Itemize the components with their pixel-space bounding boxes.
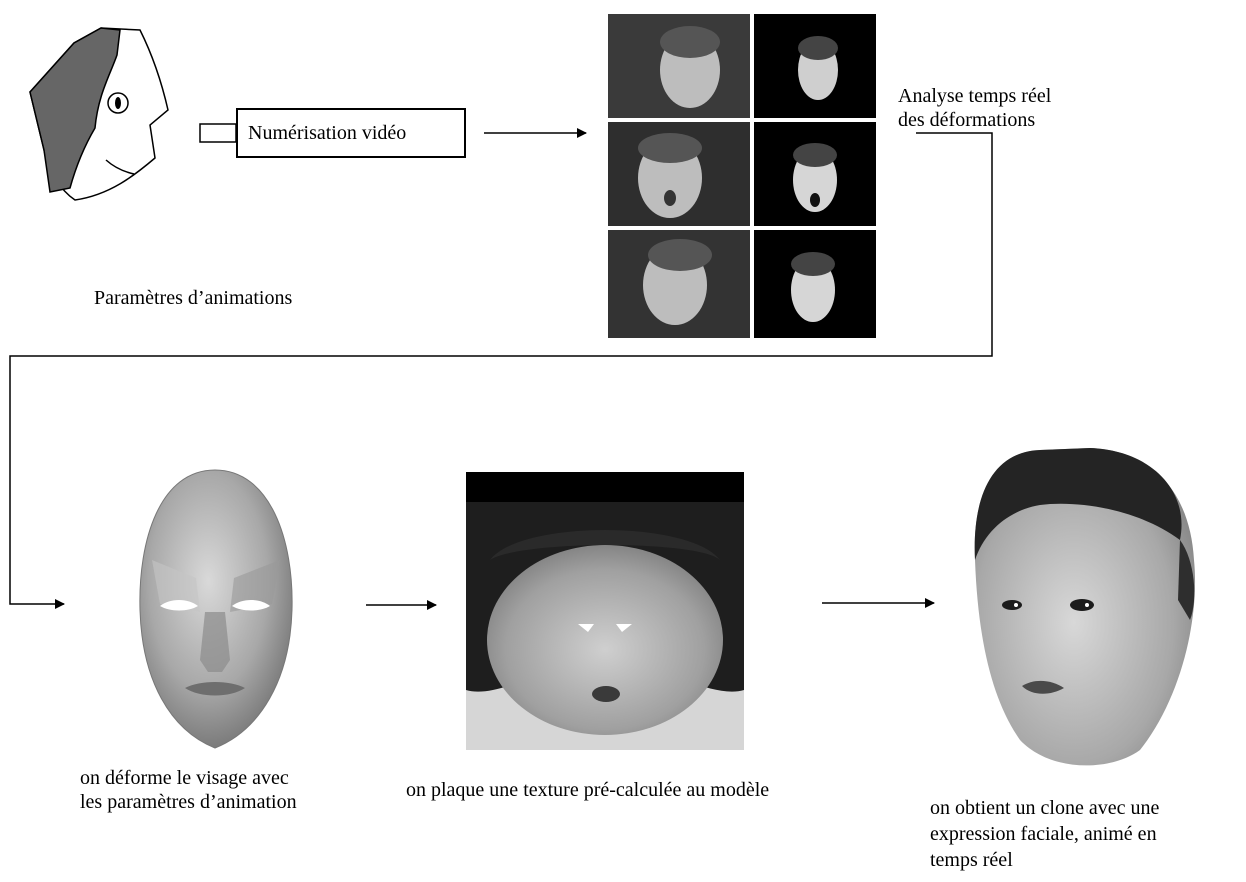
analysis-label-2: des déformations: [898, 109, 1036, 131]
animation-params-label: Paramètres d’animations: [94, 287, 293, 309]
deform-label-2: les paramètres d’animation: [80, 791, 297, 813]
clone-head: [974, 448, 1196, 766]
texture-map: [466, 472, 744, 750]
clone-label-2: expression faciale, animé en: [930, 823, 1157, 845]
digitization-label: Numérisation vidéo: [248, 121, 407, 144]
texture-label: on plaque une texture pré-calculée au mo…: [406, 779, 770, 801]
face-mask-model: [139, 469, 293, 749]
clone-label-3: temps réel: [930, 849, 1013, 871]
camera-lens-icon: [199, 123, 237, 143]
arrow-to-mask: [9, 132, 993, 609]
deform-label-1: on déforme le visage avec: [80, 767, 289, 789]
clone-label-1: on obtient un clone avec une: [930, 797, 1160, 819]
video-frames-grid: [606, 12, 876, 340]
analysis-label-1: Analyse temps réel: [898, 85, 1052, 107]
cartoon-face-icon: [29, 27, 169, 201]
digitization-box: Numérisation vidéo: [236, 108, 466, 158]
